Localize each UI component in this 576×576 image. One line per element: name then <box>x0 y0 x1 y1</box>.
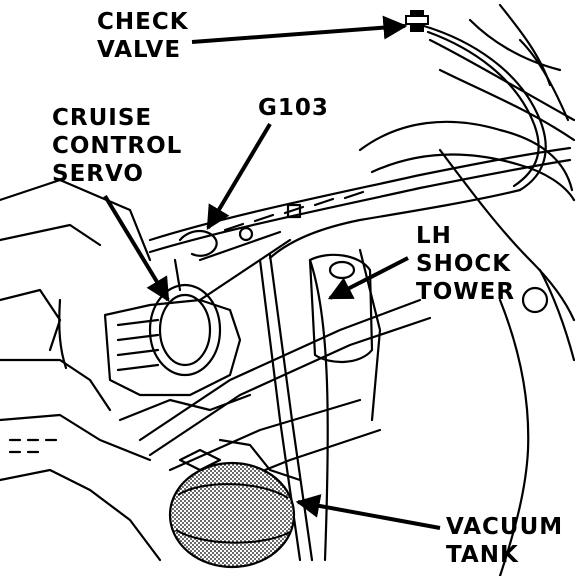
reservoir-bottle <box>308 253 374 364</box>
check-valve-label-line: CHECK <box>97 9 189 35</box>
shock-label-line: TOWER <box>416 279 516 305</box>
cruise-control-servo-label: CRUISE CONTROL SERVO <box>52 104 182 188</box>
vacuum-label-line: VACUUM <box>446 514 564 540</box>
servo-leader <box>103 194 170 303</box>
shock-label-line: SHOCK <box>416 251 512 277</box>
check-valve-leader <box>191 15 408 44</box>
vacuum-tank-leader <box>295 494 441 530</box>
g103-label-line: G103 <box>258 95 329 121</box>
vacuum-hose <box>422 24 547 192</box>
vacuum-tank <box>168 461 296 569</box>
shock-label-line: LH <box>416 223 452 249</box>
cruise-label-line: CRUISE <box>52 105 153 131</box>
check-valve-fitting <box>405 10 429 32</box>
shock-tower-leader <box>327 256 409 300</box>
vacuum-label-line: TANK <box>446 542 519 568</box>
cruise-label-line: CONTROL <box>52 133 183 159</box>
g103-bolt <box>286 203 302 219</box>
g103-leader <box>206 122 272 231</box>
cruise-label-line: SERVO <box>52 161 144 187</box>
check-valve-label: CHECK VALVE <box>97 8 189 64</box>
lh-shock-tower-label: LH SHOCK TOWER <box>416 222 515 306</box>
vacuum-tank-label: VACUUM TANK <box>446 513 563 569</box>
check-valve-label-line: VALVE <box>97 37 182 63</box>
fender-outline <box>358 120 574 192</box>
servo-body <box>103 298 242 397</box>
g103-label: G103 <box>258 94 329 122</box>
